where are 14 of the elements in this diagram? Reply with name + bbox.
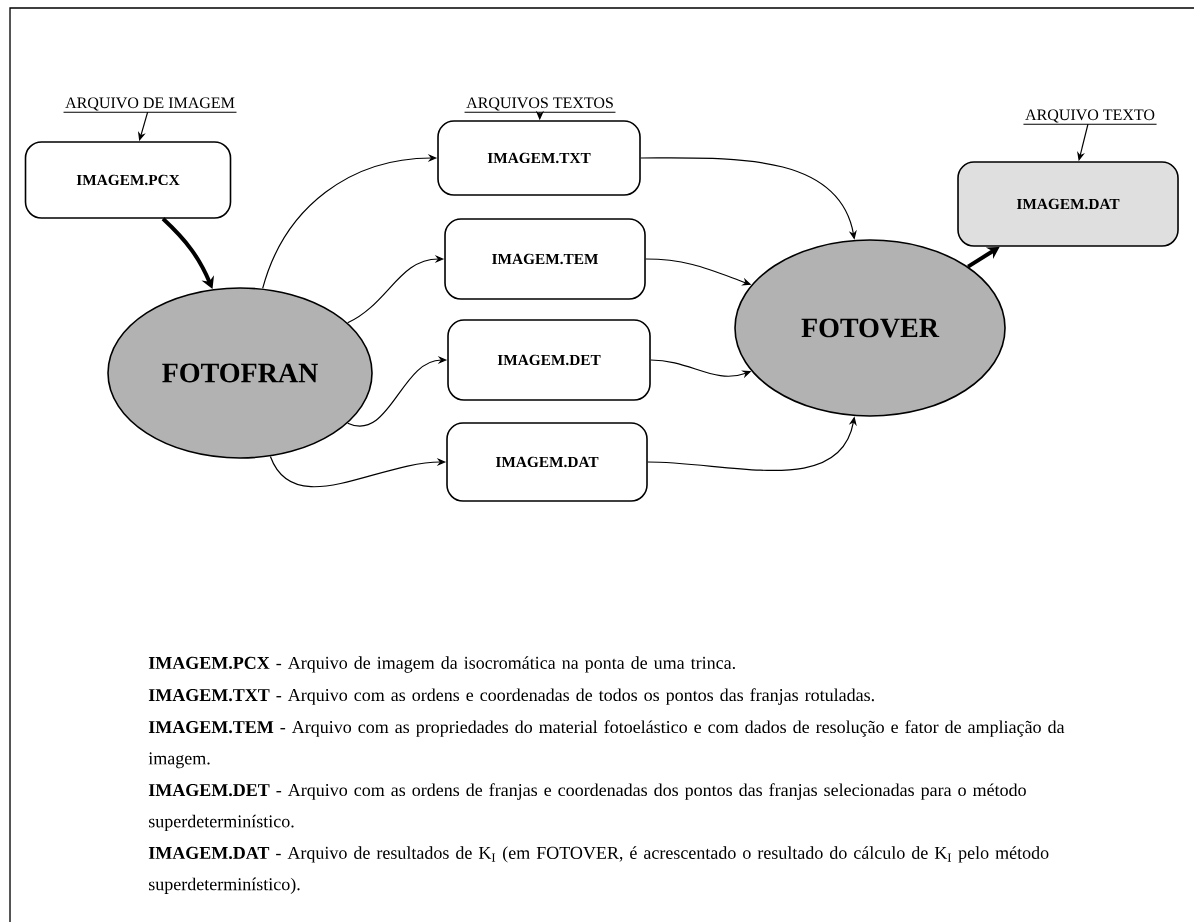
- description-text: IMAGEM.TXT - Arquivo com as ordens e coordenadas de todos os pontos das franjas rotuladas.: [148, 688, 874, 705]
- file-box: IMAGEM.TEM: [444, 218, 646, 300]
- description-text: IMAGEM.DET - Arquivo com as ordens de franjas e coordenadas dos pontos das franjas selecionadas para o método superdeterminístico.: [148, 783, 1026, 832]
- description-text: IMAGEM.PCX - Arquivo de imagem da isocromática na ponta de uma trinca.: [148, 656, 735, 673]
- header-label: ARQUIVO TEXTO: [1022, 109, 1158, 125]
- description-text: IMAGEM.TEM - Arquivo com as propriedades do material fotoelástico e com dados de resolução e fator de ampliação da imagem.: [148, 720, 1065, 769]
- file-box: IMAGEM.DAT: [446, 422, 648, 502]
- file-box: IMAGEM.TXT: [437, 120, 641, 196]
- file-box: IMAGEM.DET: [447, 319, 651, 401]
- file-box: IMAGEM.PCX: [24, 141, 232, 219]
- file-box: IMAGEM.DAT: [957, 161, 1179, 247]
- description-text: IMAGEM.DAT - Arquivo de resultados de K$_{I}$ (em FOTOVER, é acrescentado o resultado do cálculo de K$_{I}$ pelo método superdeterminístico).: [148, 846, 1049, 894]
- header-label: ARQUIVOS TEXTOS: [464, 97, 616, 113]
- header-label: ARQUIVO DE IMAGEM: [63, 97, 238, 113]
